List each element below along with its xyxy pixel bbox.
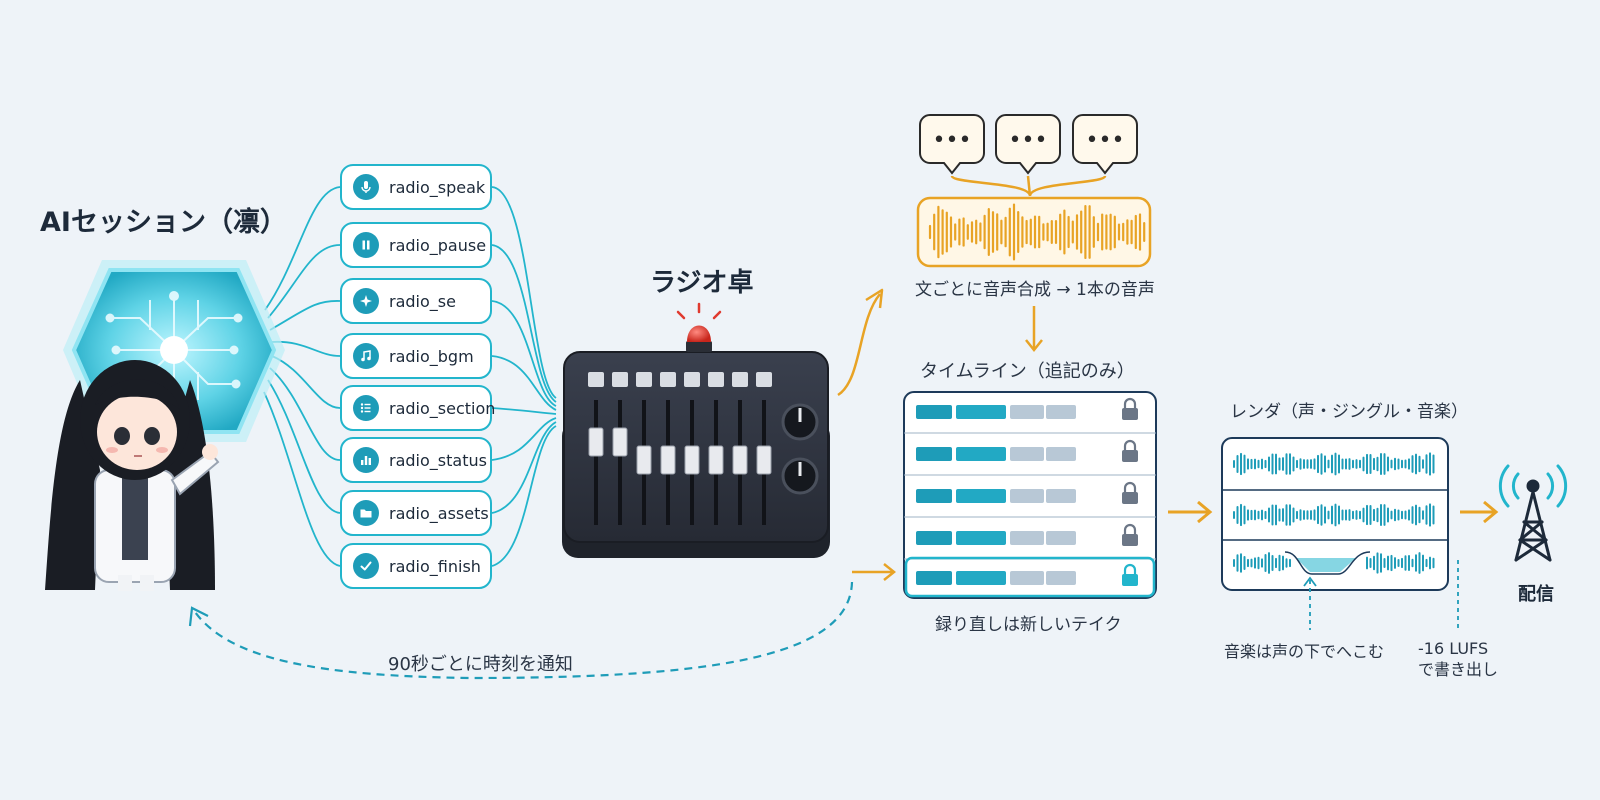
timeline-clip (1046, 405, 1076, 419)
timeline-to-render-arrow (1168, 500, 1213, 524)
render-to-deliver-arrow (1460, 500, 1499, 524)
mixer-knobs (781, 403, 819, 495)
render-caption: レンダ（声・ジングル・音楽） (1230, 402, 1468, 422)
sparkle-icon (353, 288, 379, 314)
tool-label: radio_se (389, 291, 456, 311)
timeline-clip (956, 531, 1006, 545)
lock-icon (1122, 563, 1138, 586)
lock-icon (1122, 523, 1138, 546)
tool-radio-status: radio_status (340, 437, 492, 483)
timeline-clip (1010, 447, 1044, 461)
tool-radio-bgm: radio_bgm (340, 333, 492, 379)
mixer-title: ラジオ卓 (650, 268, 754, 298)
tool-radio-assets: radio_assets (340, 490, 492, 536)
rin-character (45, 360, 220, 591)
tool-radio-se: radio_se (340, 278, 492, 324)
timeline-clip (1046, 447, 1076, 461)
mixer-buttons (588, 372, 772, 387)
speech-bubble-1-dots: ••• (933, 128, 972, 153)
timeline-new-take-highlight (904, 556, 1156, 598)
speech-bubbles: ••• ••• ••• (919, 114, 1138, 197)
mixer-faders (588, 400, 772, 525)
tool-label: radio_section (389, 398, 496, 418)
timeline-clip (1010, 489, 1044, 503)
timeline-clip (916, 531, 952, 545)
tool-label: radio_speak (389, 177, 486, 197)
timeline-clip (1046, 571, 1076, 585)
hex-to-tools-connectors (263, 186, 341, 567)
tool-label: radio_assets (389, 503, 489, 523)
timeline-clip (956, 571, 1006, 585)
tool-radio-section: radio_section (340, 385, 496, 431)
bar-chart-icon (353, 447, 379, 473)
tool-label: radio_finish (389, 556, 481, 576)
tool-radio-pause: radio_pause (340, 222, 492, 268)
timeline-clip (956, 447, 1006, 461)
pause-icon (353, 232, 379, 258)
speech-bubble-3-dots: ••• (1086, 128, 1125, 153)
check-icon (353, 553, 379, 579)
tool-radio-speak: radio_speak (340, 164, 492, 210)
lufs-caption: -16 LUFS で書き出し (1418, 638, 1498, 680)
timeline-clip (956, 489, 1006, 503)
timeline-clip (916, 489, 952, 503)
ducking-caption: 音楽は声の下でへこむ (1224, 642, 1385, 661)
tool-label: radio_status (389, 450, 487, 470)
list-icon (353, 395, 379, 421)
mixer-to-tts-arrow (837, 288, 884, 397)
tts-caption: 文ごとに音声合成 → 1本の音声 (915, 280, 1155, 300)
music-note-icon (353, 343, 379, 369)
on-air-light-icon (676, 302, 722, 352)
timeline-clip (916, 447, 952, 461)
lock-icon (1122, 481, 1138, 504)
lock-icon (1122, 397, 1138, 420)
timeline-clip (1010, 571, 1044, 585)
tools-to-mixer-connectors (491, 186, 557, 567)
timeline-clip (916, 571, 952, 585)
lufs-caption-line2: で書き出し (1418, 660, 1499, 679)
folder-icon (353, 500, 379, 526)
timeline-panel (903, 391, 1157, 599)
tool-label: radio_pause (389, 235, 487, 255)
notify-arrowhead (188, 606, 209, 627)
lock-icon (1122, 439, 1138, 462)
retake-caption: 録り直しは新しいテイク (935, 615, 1122, 635)
ai-session-title: AIセッション（凛） (40, 207, 287, 238)
tool-radio-finish: radio_finish (340, 543, 492, 589)
render-panel (1221, 437, 1459, 630)
microphone-icon (353, 174, 379, 200)
radio-mixer-console (562, 302, 830, 558)
mixer-to-timeline-arrow (852, 563, 897, 581)
timeline-clip (1046, 489, 1076, 503)
timeline-clip (1010, 531, 1044, 545)
tts-to-timeline-arrow (1025, 306, 1043, 353)
tool-label: radio_bgm (389, 346, 474, 366)
timeline-clip (956, 405, 1006, 419)
deliver-caption: 配信 (1518, 584, 1554, 605)
timeline-caption: タイムライン（追記のみ） (920, 361, 1135, 382)
timeline-clip (1046, 531, 1076, 545)
broadcast-tower-icon (1498, 464, 1568, 562)
lufs-caption-line1: -16 LUFS (1418, 639, 1489, 658)
notify-caption: 90秒ごとに時刻を通知 (388, 654, 573, 675)
tts-waveform-box (916, 196, 1152, 268)
timeline-clip (1010, 405, 1044, 419)
speech-bubble-2-dots: ••• (1009, 128, 1048, 153)
timeline-clip (916, 405, 952, 419)
